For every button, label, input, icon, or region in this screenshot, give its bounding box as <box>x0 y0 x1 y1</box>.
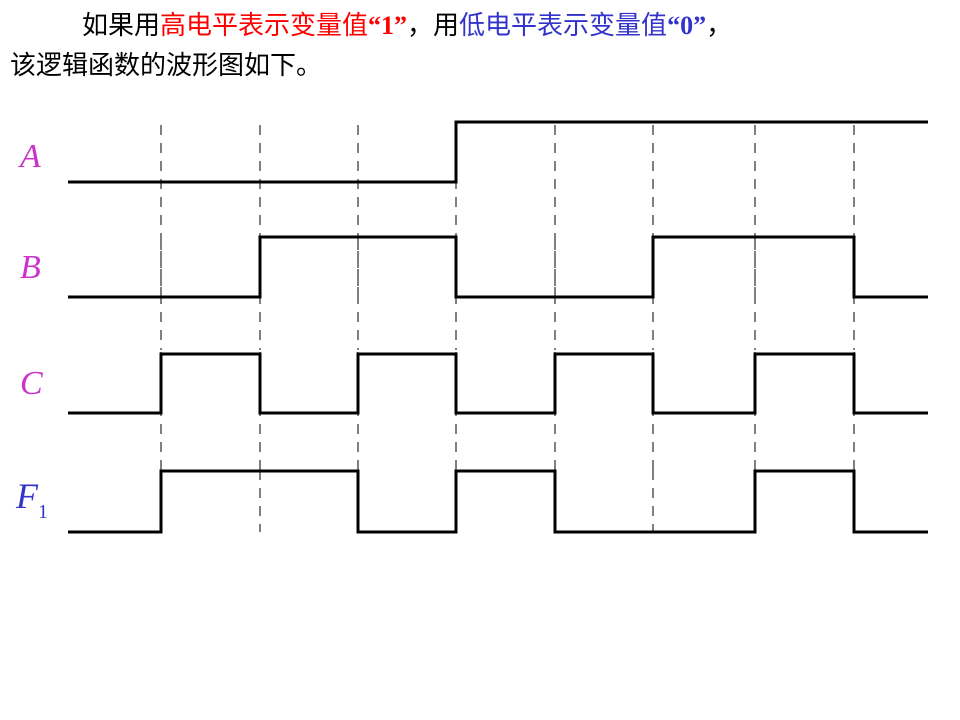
intro-text-prefix: 如果用 <box>82 11 161 41</box>
signal-label-C: C <box>20 365 43 402</box>
value-one: “1” <box>368 11 408 40</box>
waveform-C <box>68 352 928 415</box>
signal-label-A: A <box>18 138 41 175</box>
waveform-F1 <box>68 469 928 534</box>
high-level-phrase: 高电平表示变量值 <box>160 11 369 41</box>
intro-text-mid: ，用 <box>407 11 460 41</box>
low-level-phrase: 低电平表示变量值 <box>459 11 668 41</box>
intro-line-2: 该逻辑函数的波形图如下。 <box>10 51 323 81</box>
intro-line-1: 如果用高电平表示变量值“1”，用低电平表示变量值“0”， <box>0 10 960 42</box>
intro-text-end: ， <box>706 11 733 41</box>
signal-label-B: B <box>20 249 41 286</box>
waveform-A <box>68 120 928 184</box>
value-zero: “0” <box>667 11 707 40</box>
waveform-B <box>68 235 928 299</box>
waveforms <box>68 120 928 534</box>
signal-label-F1: F <box>15 476 39 516</box>
signal-label-subscript: 1 <box>38 501 48 523</box>
